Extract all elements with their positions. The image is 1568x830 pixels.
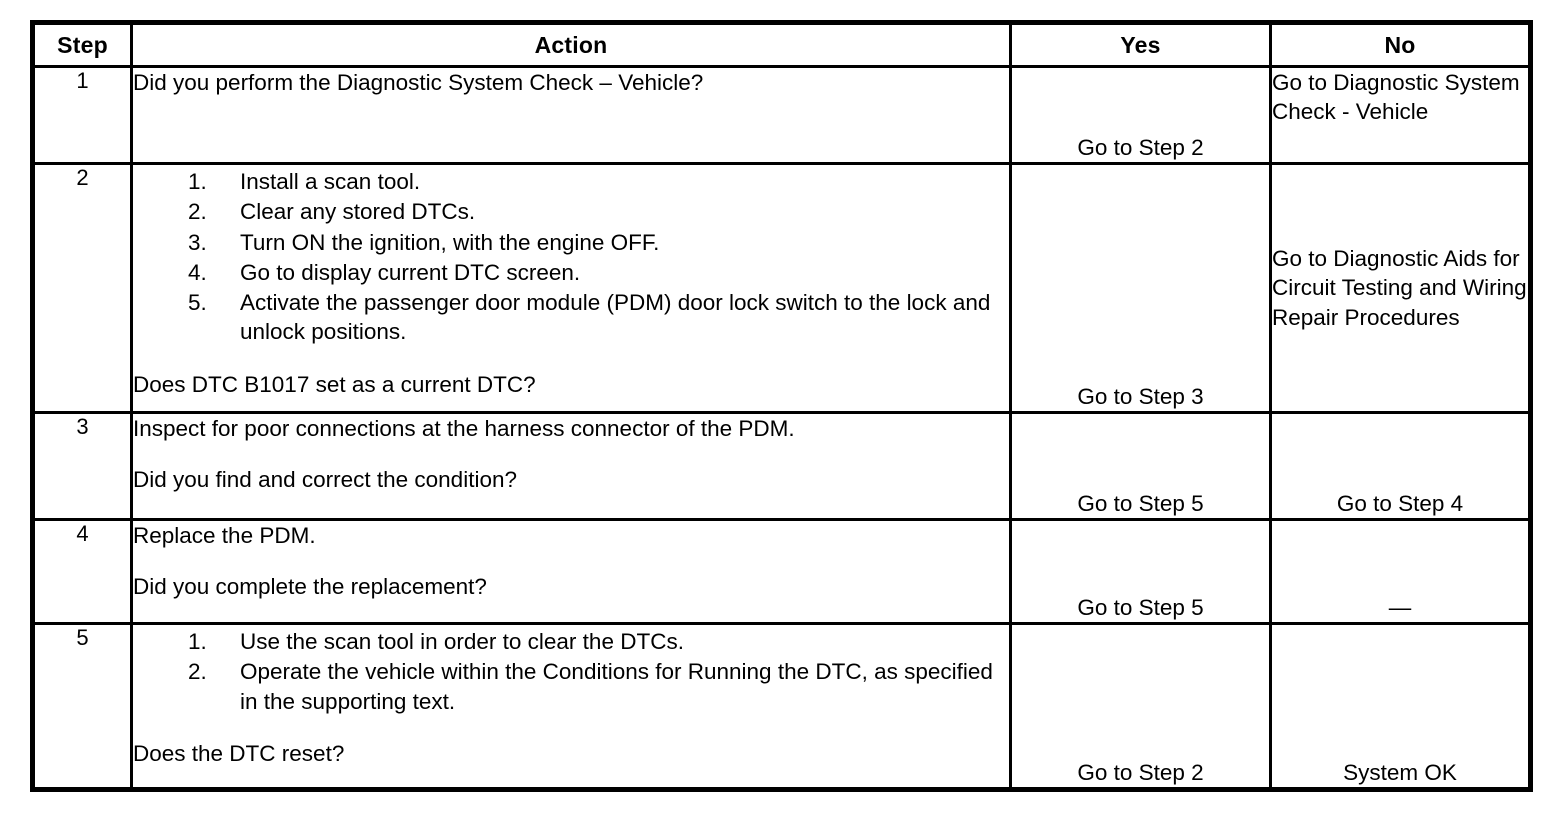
yes-cell: Go to Step 2 xyxy=(1009,65,1272,165)
no-cell: System OK xyxy=(1269,622,1533,792)
list-item: 1. Install a scan tool. xyxy=(133,167,1009,196)
table-row: 5 1. Use the scan tool in order to clear… xyxy=(30,622,1533,792)
list-item-text: Install a scan tool. xyxy=(240,169,421,194)
column-header-yes: Yes xyxy=(1009,20,1272,68)
action-cell: Inspect for poor connections at the harn… xyxy=(130,411,1012,521)
spacer xyxy=(133,443,1009,465)
spacer xyxy=(133,717,1009,739)
yes-cell: Go to Step 3 xyxy=(1009,162,1272,414)
list-marker: 3. xyxy=(188,229,207,255)
yes-cell: Go to Step 5 xyxy=(1009,518,1272,625)
list-item: 2. Operate the vehicle within the Condit… xyxy=(133,657,1009,716)
action-cell: Replace the PDM. Did you complete the re… xyxy=(130,518,1012,625)
list-item-text: Operate the vehicle within the Condition… xyxy=(240,659,993,714)
action-question: Does DTC B1017 set as a current DTC? xyxy=(133,371,536,397)
step-number: 1 xyxy=(30,65,133,165)
action-cell: Did you perform the Diagnostic System Ch… xyxy=(130,65,1012,165)
no-cell: Go to Diagnostic System Check - Vehicle xyxy=(1269,65,1533,165)
action-numbered-list: 1. Install a scan tool. 2. Clear any sto… xyxy=(133,167,1009,347)
list-item-text: Clear any stored DTCs. xyxy=(240,199,476,225)
list-item-text: Activate the passenger door module (PDM)… xyxy=(240,290,991,345)
action-text: Inspect for poor connections at the harn… xyxy=(133,416,795,441)
list-item-text: Go to display current DTC screen. xyxy=(240,259,581,285)
list-marker: 1. xyxy=(188,629,207,654)
action-question: Did you complete the replacement? xyxy=(133,574,487,600)
table-row: 2 1. Install a scan tool. 2. Clear any s… xyxy=(30,162,1533,414)
column-header-step: Step xyxy=(30,20,133,68)
action-text: Did you perform the Diagnostic System Ch… xyxy=(133,70,704,95)
no-cell: — xyxy=(1269,518,1533,625)
list-marker: 5. xyxy=(188,290,207,315)
action-cell: 1. Install a scan tool. 2. Clear any sto… xyxy=(130,162,1012,414)
list-marker: 1. xyxy=(188,169,207,194)
action-question: Did you find and correct the condition? xyxy=(133,467,517,493)
step-number: 3 xyxy=(30,411,133,521)
table-row: 1 Did you perform the Diagnostic System … xyxy=(30,65,1533,165)
diagnostic-procedure-table: Step Action Yes No 1 Did you perform the… xyxy=(30,20,1533,792)
spacer xyxy=(133,348,1009,370)
list-item-text: Turn ON the ignition, with the engine OF… xyxy=(240,229,660,255)
list-item: 3. Turn ON the ignition, with the engine… xyxy=(133,228,1009,257)
list-item: 5. Activate the passenger door module (P… xyxy=(133,288,1009,347)
no-cell: Go to Step 4 xyxy=(1269,411,1533,521)
step-number: 5 xyxy=(30,622,133,792)
list-marker: 2. xyxy=(188,199,207,225)
list-item-text: Use the scan tool in order to clear the … xyxy=(240,629,684,654)
list-item: 4. Go to display current DTC screen. xyxy=(133,258,1009,287)
column-header-action: Action xyxy=(130,20,1012,68)
list-marker: 2. xyxy=(188,659,207,685)
action-cell: 1. Use the scan tool in order to clear t… xyxy=(130,622,1012,792)
list-item: 2. Clear any stored DTCs. xyxy=(133,197,1009,226)
no-cell: Go to Diagnostic Aids for Circuit Testin… xyxy=(1269,162,1533,414)
spacer xyxy=(133,550,1009,572)
table-row: 3 Inspect for poor connections at the ha… xyxy=(30,411,1533,521)
step-number: 4 xyxy=(30,518,133,625)
step-number: 2 xyxy=(30,162,133,414)
action-question: Does the DTC reset? xyxy=(133,740,345,766)
column-header-no: No xyxy=(1269,20,1533,68)
yes-cell: Go to Step 2 xyxy=(1009,622,1272,792)
yes-cell: Go to Step 5 xyxy=(1009,411,1272,521)
list-marker: 4. xyxy=(188,259,207,285)
list-item: 1. Use the scan tool in order to clear t… xyxy=(133,627,1009,656)
table-row: 4 Replace the PDM. Did you complete the … xyxy=(30,518,1533,625)
table-header-row: Step Action Yes No xyxy=(30,20,1533,68)
action-numbered-list: 1. Use the scan tool in order to clear t… xyxy=(133,627,1009,716)
action-text: Replace the PDM. xyxy=(133,523,316,548)
